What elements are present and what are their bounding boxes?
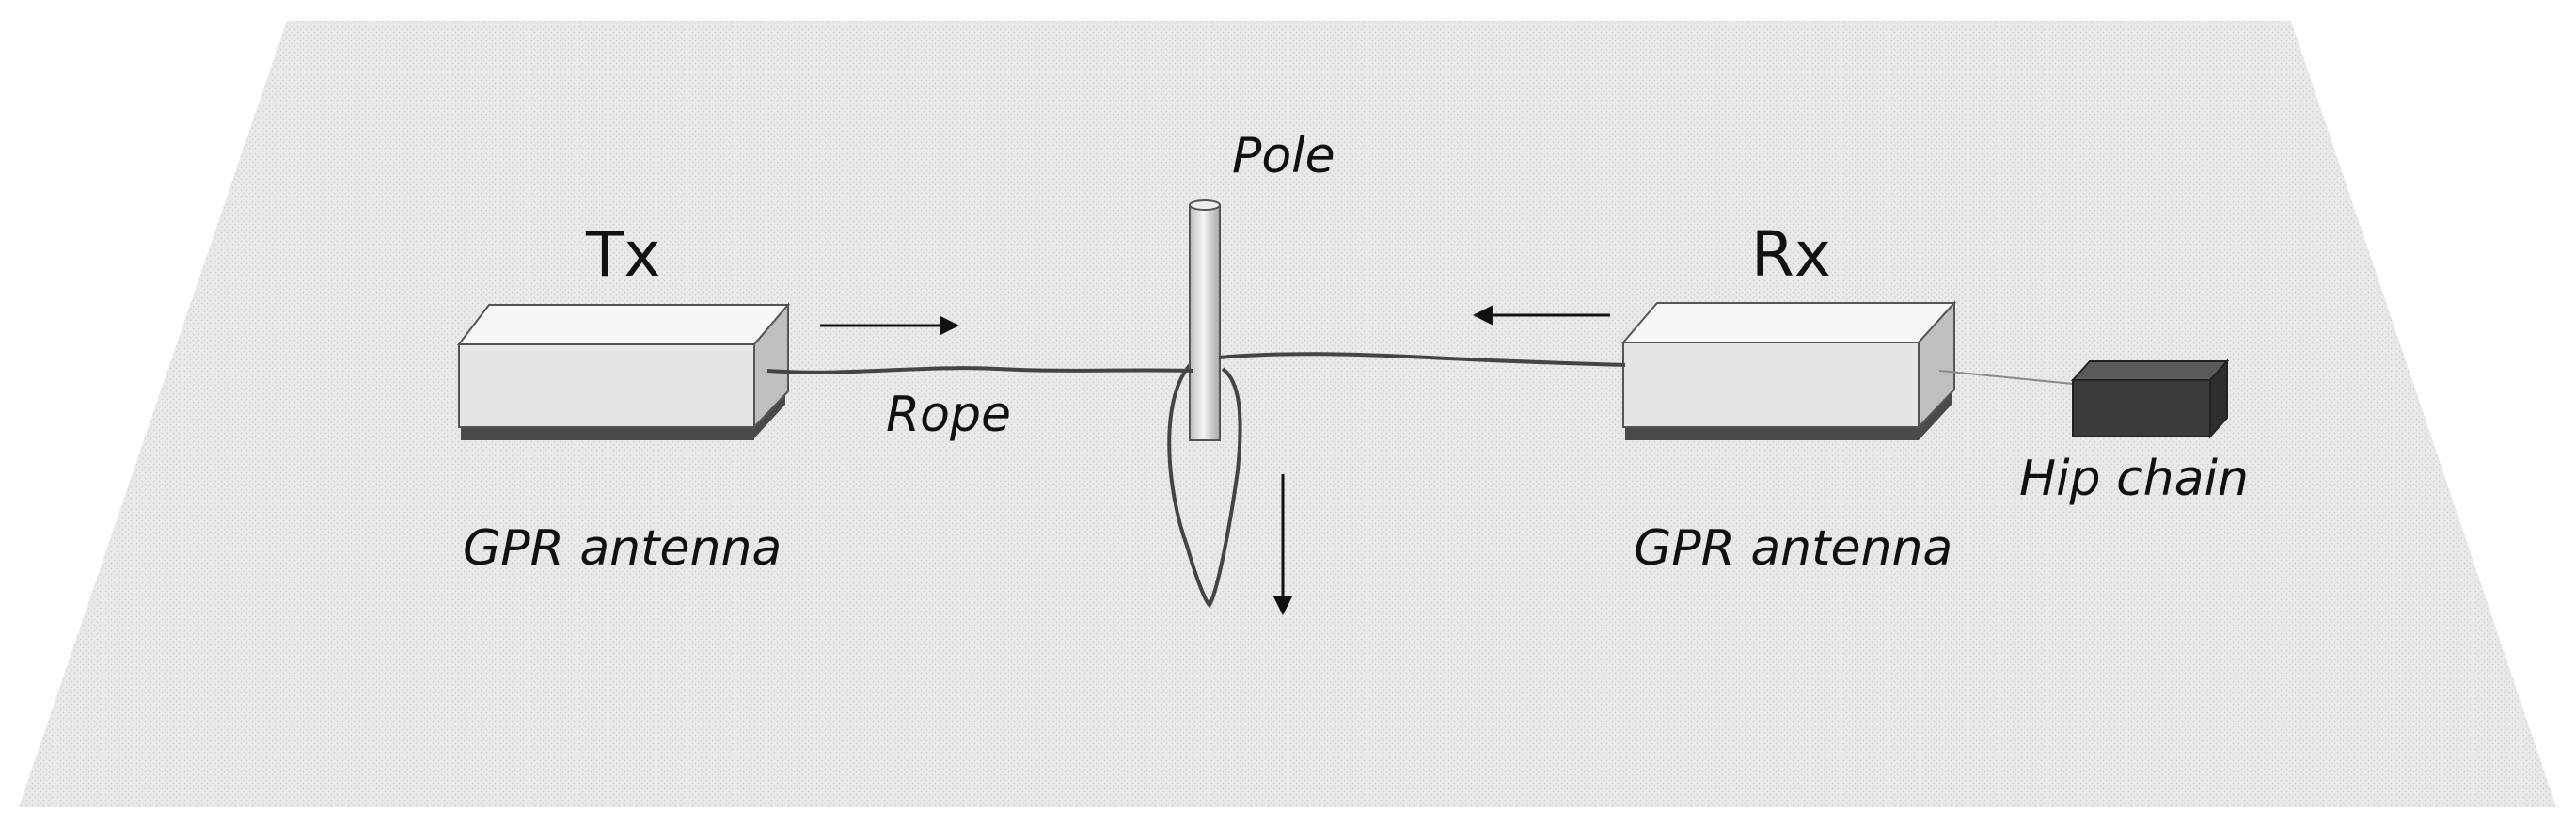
rope-loop [1167,360,1242,608]
rx-antenna-base-front [1625,425,1919,440]
rope-label: Rope [886,387,1011,443]
rx-antenna [1620,300,1957,440]
rx-antenna-label: GPR antenna [1634,520,1952,577]
tx-antenna-top [456,304,791,345]
hip-chain-top [2070,360,2230,381]
rx-antenna-front [1622,342,1920,428]
hip-chain-label: Hip chain [2019,451,2249,507]
rx-label: Rx [1751,218,1831,291]
tx-antenna-label: GPR antenna [463,520,782,577]
pole [1189,199,1221,441]
tx-antenna [456,302,791,440]
pole-label: Pole [1232,128,1335,184]
ground-plane [19,21,2556,807]
rope-rx-segment [1218,352,1626,367]
hip-chain-device [2070,358,2230,439]
tx-antenna-front [458,343,755,428]
rx-antenna-top [1620,302,1957,343]
tx-antenna-base-front [461,425,754,440]
hip-chain-front [2072,379,2211,437]
pole-body [1189,204,1221,441]
tx-label: Tx [585,218,660,291]
rx-antenna-base [1919,393,1952,440]
pole-top [1189,199,1221,211]
hip-chain-line [1938,370,2074,385]
rope-tx-segment [766,366,1193,374]
